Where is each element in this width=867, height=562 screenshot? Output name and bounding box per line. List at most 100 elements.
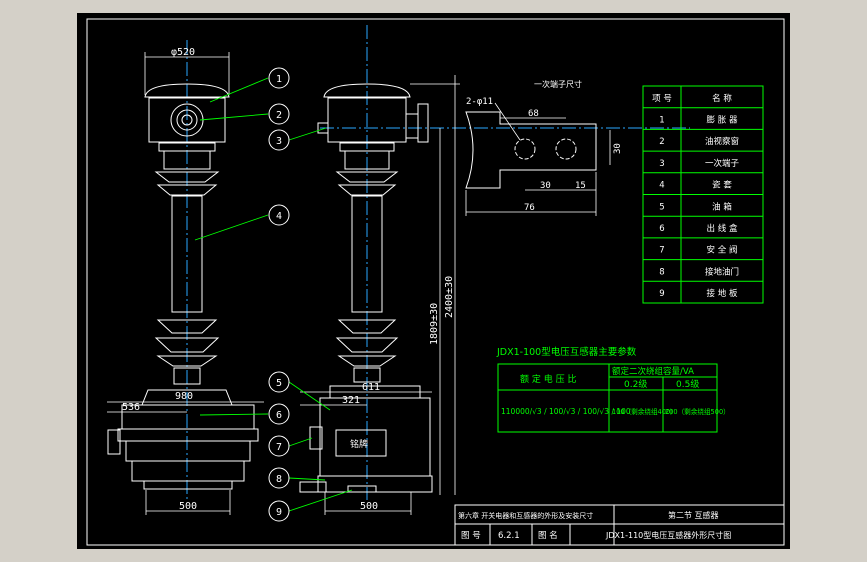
parts-row-name: 油视察窗 (705, 136, 739, 147)
params-class-1: 0.2级 (624, 378, 647, 390)
params-value-2: 200（剩余绕组500） (665, 407, 730, 416)
parts-row-no: 1 (659, 115, 664, 125)
oil-sight-window-inner (176, 109, 198, 131)
callout-3: 3 (276, 136, 282, 147)
parts-row-name: 瓷 套 (712, 180, 732, 191)
title-name: JDX1-110型电压互感器外形尺寸图 (605, 530, 731, 540)
callout-bubbles (268, 67, 290, 522)
dim-flange-dia: φ520 (171, 47, 195, 58)
parts-row-no: 2 (659, 137, 664, 147)
terminal-hole-1 (514, 138, 536, 160)
right-view (299, 25, 690, 500)
left-shed-top (154, 171, 220, 196)
terminal-dim-30: 30 (540, 181, 551, 191)
leader-2 (199, 113, 269, 121)
parts-row-name: 一次端子 (705, 158, 740, 169)
left-valve (107, 429, 121, 455)
callout-bubble-6 (268, 403, 290, 425)
callout-bubble-3 (268, 129, 290, 151)
leader-7 (288, 437, 313, 447)
left-dimensions (107, 52, 264, 515)
left-lower-neck (173, 367, 201, 385)
title-block-border (454, 504, 785, 546)
callout-bubble-1 (268, 67, 290, 89)
parts-header-no: 项 号 (652, 94, 672, 104)
right-dimensions (300, 75, 460, 515)
parts-header-name: 名 称 (712, 93, 732, 104)
parts-row-name: 接 地 板 (707, 288, 738, 299)
params-col2-header: 额定二次绕组容量/VA (612, 366, 694, 377)
terminal-dim-76: 76 (524, 203, 535, 213)
title-block (454, 504, 785, 546)
callout-7: 7 (276, 442, 282, 453)
terminal-hole-2 (555, 138, 577, 160)
parts-table (642, 85, 764, 304)
terminal-hole-label: 2-φ11 (466, 97, 493, 107)
params-class-2: 0.5级 (676, 378, 699, 390)
leader-8 (288, 477, 326, 481)
callout-5: 5 (276, 378, 282, 389)
right-foot (299, 481, 327, 493)
right-shed-bottom (335, 319, 399, 367)
callout-8: 8 (276, 474, 282, 485)
leader-5 (288, 381, 331, 411)
terminal-dim-15: 15 (575, 181, 586, 191)
callout-9: 9 (276, 507, 282, 518)
terminal-dim-68: 68 (528, 109, 539, 119)
dim-611: 611 (362, 382, 380, 393)
parts-row-no: 3 (659, 159, 664, 169)
parts-row-no: 9 (659, 289, 664, 299)
parts-row-no: 5 (659, 202, 664, 212)
callout-bubble-4 (268, 204, 290, 226)
leader-6 (199, 413, 269, 416)
parts-row-no: 6 (659, 224, 664, 234)
callout-numbers: 1 2 3 4 5 6 7 8 9 (276, 74, 282, 518)
parts-row-name: 油 箱 (712, 201, 732, 212)
left-shed-bottom (154, 319, 220, 367)
primary-terminal-plate (417, 103, 429, 143)
leader-1 (209, 77, 269, 103)
terminal-detail (465, 102, 611, 216)
left-flange-2 (163, 150, 211, 170)
primary-terminal-left (317, 122, 329, 134)
params-ratio: 110000/√3 / 100/√3 / 100/√3 / 100 (501, 407, 631, 416)
callout-bubble-2 (268, 103, 290, 125)
callout-bubble-7 (268, 435, 290, 457)
left-foot (143, 480, 233, 490)
right-shed-top (335, 171, 399, 196)
right-expander-cap (323, 83, 411, 98)
oil-sight-window-core (181, 114, 193, 126)
callout-6: 6 (276, 410, 282, 421)
dim-500-left: 500 (179, 501, 197, 512)
title-section: 第二节 互感器 (668, 510, 719, 520)
params-value-1: 100（剩余绕组400） (612, 407, 677, 416)
ground-plate (347, 485, 377, 493)
expander-body (148, 97, 226, 143)
dim-321: 321 (342, 395, 360, 406)
leader-3 (288, 127, 327, 141)
title-name-label: 图 名 (538, 530, 558, 541)
parts-row-name: 出 线 盒 (707, 223, 738, 234)
leader-4 (194, 214, 269, 241)
terminal-leader-hole (494, 102, 521, 141)
right-porcelain (351, 195, 383, 313)
dim-2400: 2400±30 (444, 276, 455, 318)
params-table-border (497, 363, 718, 433)
callout-4: 4 (276, 211, 282, 222)
params-table (497, 363, 718, 433)
dim-500-right: 500 (360, 501, 378, 512)
outlet-box (309, 426, 323, 450)
terminal-dim-30v: 30 (613, 143, 623, 154)
right-lower-neck (353, 367, 381, 383)
drawing-frame (86, 18, 785, 546)
dim-536: 536 (122, 402, 140, 413)
callout-leaders (194, 77, 353, 512)
parts-row-no: 8 (659, 267, 664, 277)
dim-980: 980 (175, 391, 193, 402)
left-porcelain (171, 195, 203, 313)
expander-cap (144, 83, 230, 98)
params-col1-header: 额 定 电 压 比 (520, 373, 576, 385)
callout-bubble-9 (268, 500, 290, 522)
right-flange-2 (344, 150, 390, 170)
title-drawing-no: 6.2.1 (498, 531, 520, 541)
